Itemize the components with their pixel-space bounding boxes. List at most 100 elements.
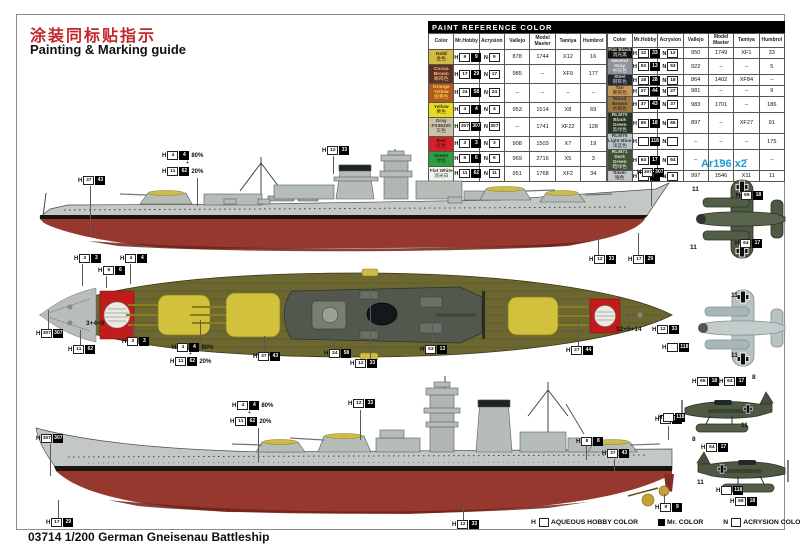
color-name: Flat White xyxy=(429,168,453,174)
fuselage xyxy=(700,320,786,336)
mr-color-number: 4 xyxy=(471,105,482,115)
vallejo-number: 878 xyxy=(504,49,531,66)
mr-color-legend-label: Mr. COLOR xyxy=(667,519,704,526)
color-name-cn: 椰褐色 xyxy=(433,76,449,82)
humbrol-number: 11 xyxy=(758,170,786,182)
tamiya-number: – xyxy=(733,96,760,113)
model-master-number: 1514 xyxy=(529,101,556,118)
h-prefix: H xyxy=(531,519,536,526)
fuselage xyxy=(698,211,786,227)
color-name: Flat Black xyxy=(608,48,631,53)
humbrol-number: – xyxy=(580,83,607,103)
tamiya-number: – xyxy=(733,149,760,171)
acrysion-number: 9 xyxy=(488,52,500,62)
humbrol-number: 69 xyxy=(580,101,607,118)
column-header: Mr.Hobby xyxy=(631,33,659,48)
aqueous-number: 27 xyxy=(637,86,649,96)
capstan xyxy=(637,312,643,318)
aqueous-number: 3 xyxy=(459,139,471,149)
column-header: Acrysion xyxy=(478,32,506,51)
engine xyxy=(698,323,708,333)
ship-boats-yellow xyxy=(359,268,379,361)
humbrol-number: 128 xyxy=(580,116,607,137)
vallejo-number: – xyxy=(682,149,709,171)
humbrol-number: 33 xyxy=(758,47,786,59)
color-name-cn: 黄色 xyxy=(436,109,446,115)
column-header: Tamiya xyxy=(554,32,582,51)
color-name: Yellow xyxy=(433,104,449,110)
acrysion-number: 64 xyxy=(667,155,679,165)
color-name-cn: 黄褐色 xyxy=(612,91,627,96)
mr-color-number: 43 xyxy=(649,100,660,109)
aqueous-box-icon xyxy=(538,518,549,527)
turret-tops-yellow xyxy=(262,433,630,445)
aircraft-top-view xyxy=(696,179,786,259)
column-header: Humbrol xyxy=(758,33,786,48)
color-name: Silver xyxy=(613,171,627,176)
capstan xyxy=(67,320,73,326)
balkenkreuz-icon xyxy=(736,352,750,366)
color-name: Tan xyxy=(615,86,624,91)
deckhouse-details xyxy=(359,290,443,340)
vallejo-number: – xyxy=(504,83,531,103)
model-master-number: 1744 xyxy=(529,49,556,66)
side-profile-view-top xyxy=(39,149,670,252)
capstan xyxy=(67,304,73,310)
acrysion-number xyxy=(667,137,679,146)
tamiya-number: X8 xyxy=(554,101,582,118)
color-name-cn: 钢铁色 xyxy=(612,80,627,85)
mainmast-plan xyxy=(482,291,485,339)
float xyxy=(704,339,750,350)
acrysion-number: 12 xyxy=(667,48,679,58)
funnel-plan xyxy=(366,302,398,326)
mr-color-number: 3 xyxy=(471,139,482,149)
aqueous-number: 37 xyxy=(637,100,649,109)
acrysion-legend-label: ACRYSION COLOR xyxy=(743,519,800,526)
aqueous-number: 4 xyxy=(459,105,471,115)
upper-hull xyxy=(35,427,673,471)
canopy xyxy=(738,460,756,465)
humbrol-number: 175 xyxy=(758,133,786,150)
humbrol-number: 9 xyxy=(758,85,786,97)
column-header: Model Master xyxy=(707,33,735,48)
mr-color-number: 17 xyxy=(649,155,660,165)
color-name: Steel xyxy=(613,75,626,80)
acrysion-number: 11 xyxy=(488,169,500,179)
aircraft-side-view-starboard xyxy=(681,391,774,433)
color-name-cn: 消光白 xyxy=(433,173,449,179)
vallejo-number: – xyxy=(504,116,531,137)
propeller xyxy=(641,493,655,507)
stern-marking-hatch xyxy=(595,311,615,321)
mr-color-number: 18 xyxy=(649,118,660,128)
color-name-cn: 绿色 xyxy=(436,158,446,164)
superstructure xyxy=(255,381,638,453)
acrysion-number: 4 xyxy=(488,105,500,115)
keel-shadow xyxy=(88,241,594,252)
aqueous-number: 17 xyxy=(459,69,471,79)
wing xyxy=(708,409,748,413)
float xyxy=(702,230,750,241)
color-name: Red xyxy=(436,138,446,144)
waterline-stripe xyxy=(54,466,672,471)
aqueous-number: 6 xyxy=(459,154,471,164)
acrysion-number: 3 xyxy=(488,139,500,149)
